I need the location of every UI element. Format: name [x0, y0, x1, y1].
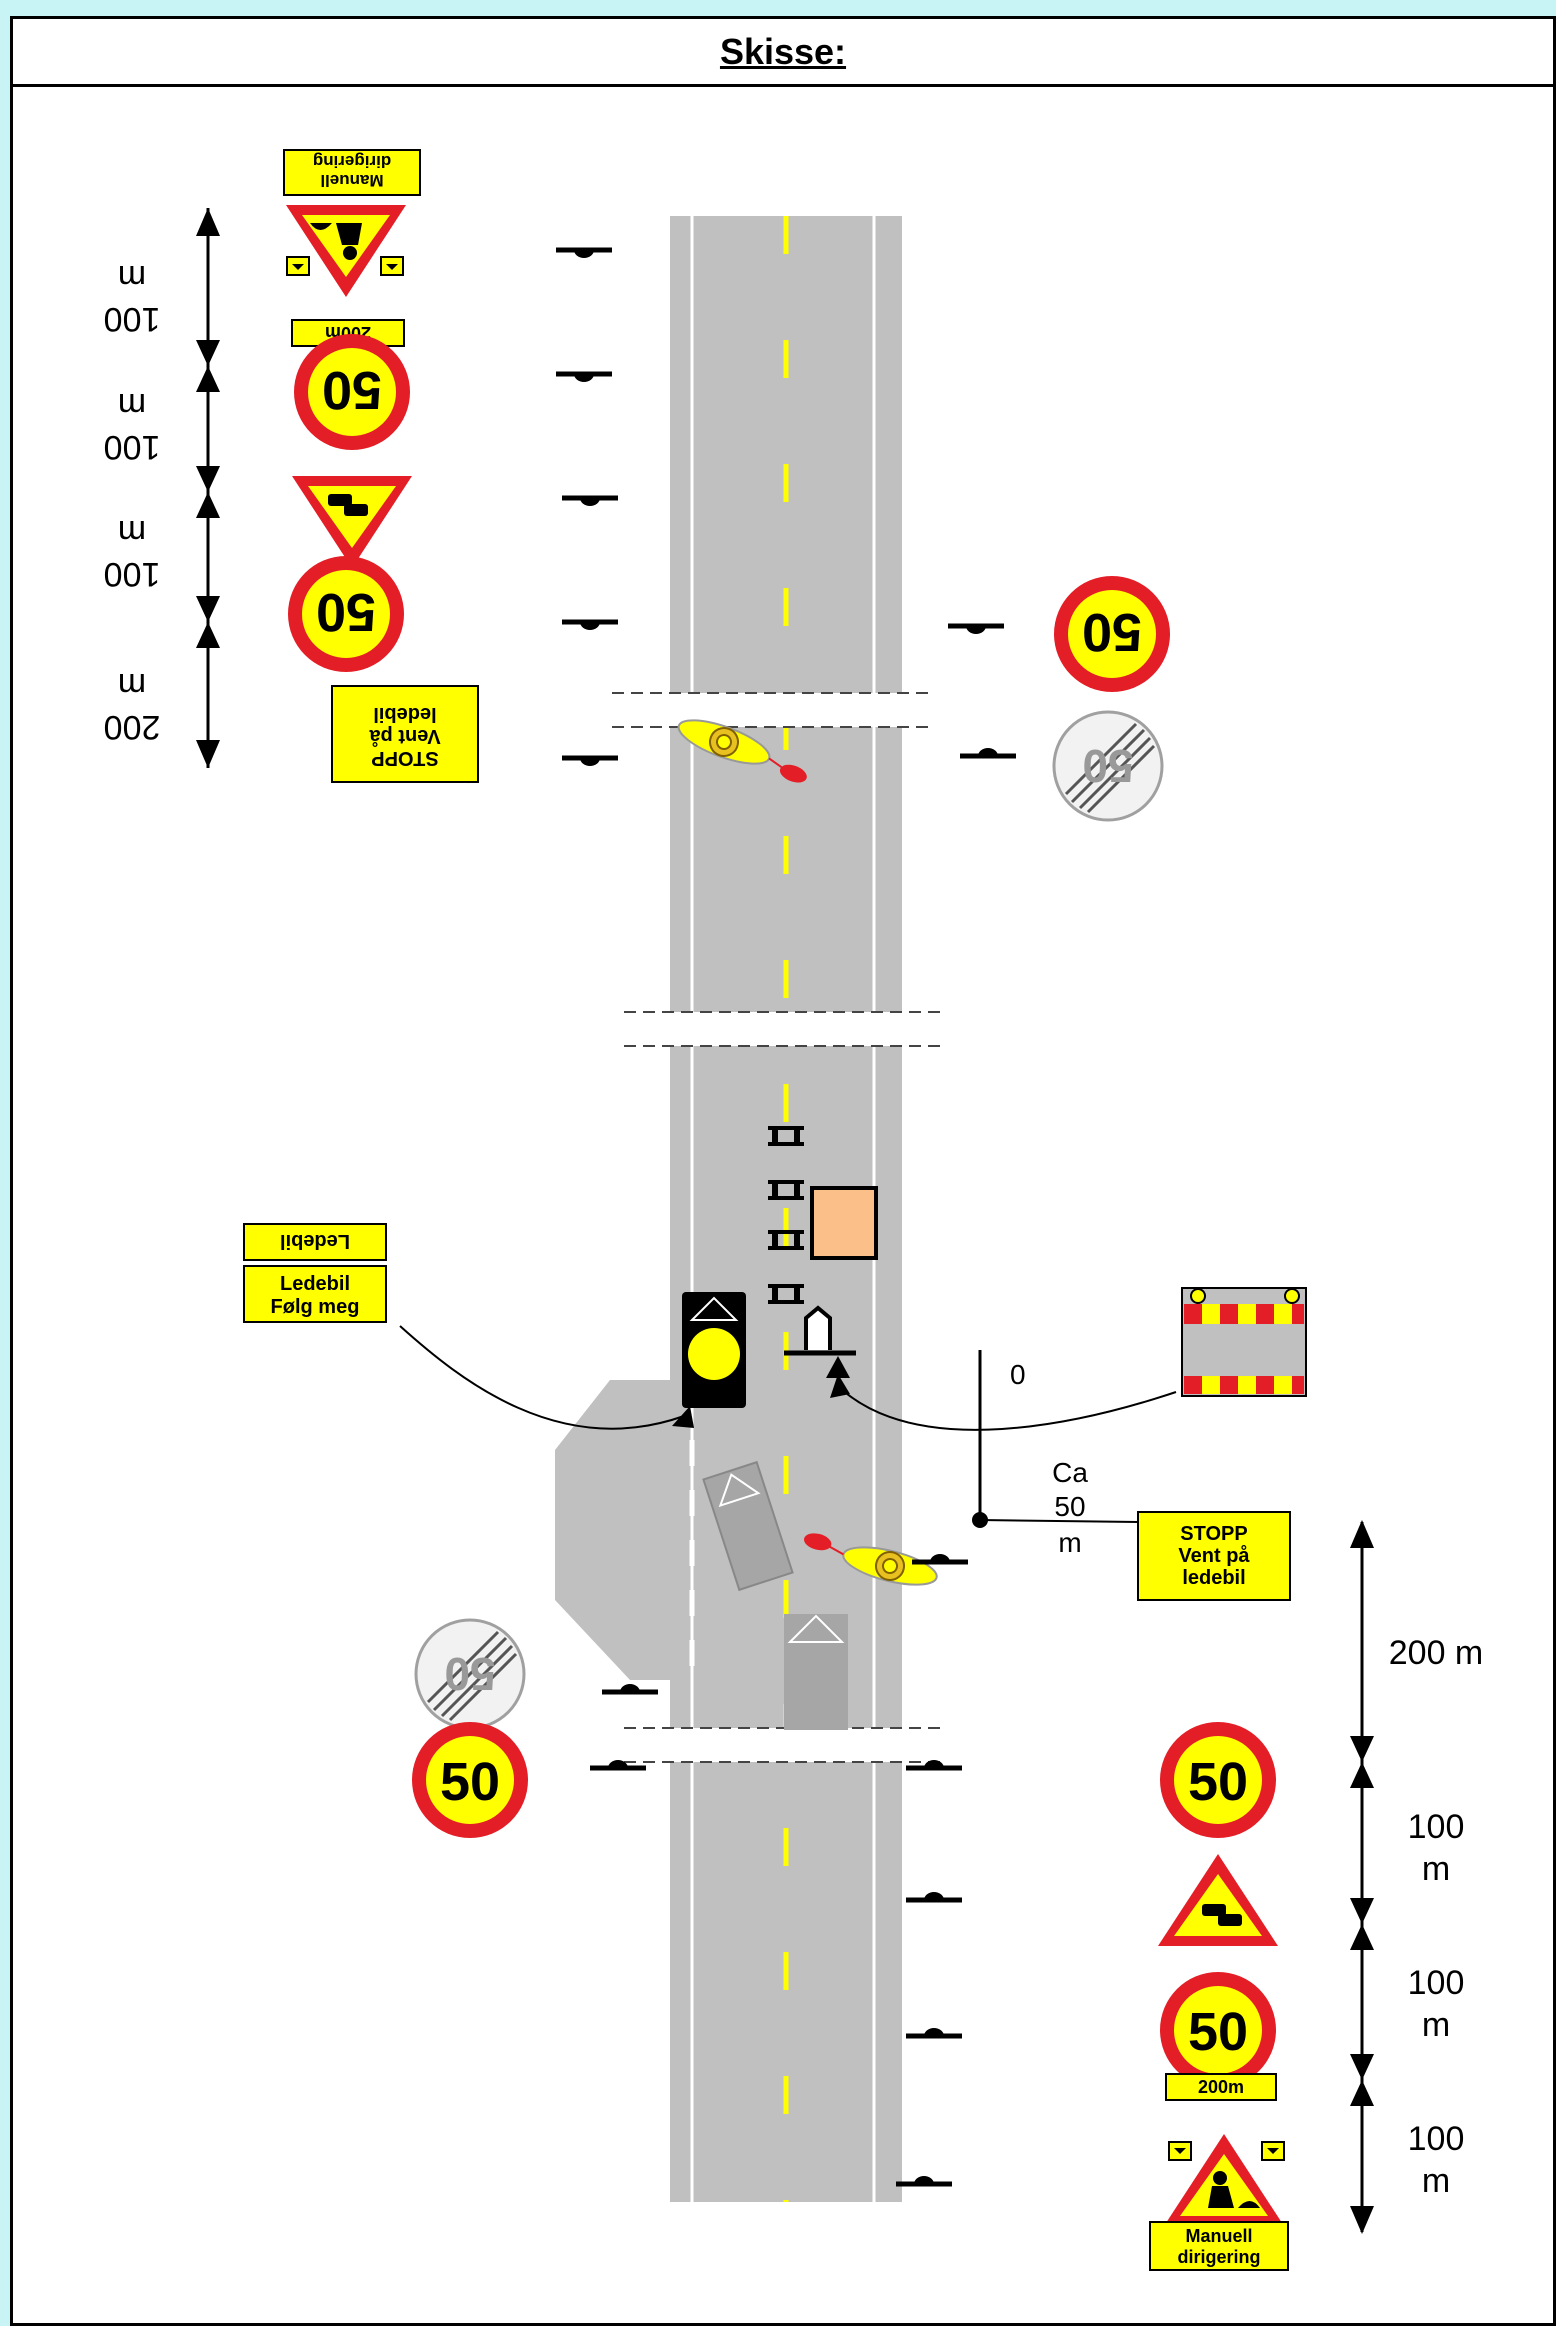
queue-warning-icon: [1202, 1904, 1242, 1926]
ledebil-follow-sign: Ledebil Følg meg: [243, 1265, 387, 1323]
svg-text:50: 50: [316, 582, 376, 642]
road-break-2: [620, 1012, 950, 1046]
svg-text:Manuell: Manuell: [320, 171, 383, 190]
ledebil-small-plate: Ledebil: [243, 1223, 387, 1261]
lower-left-speed-sign: 50: [412, 1722, 528, 1838]
upper-dim-4-value: 200: [104, 708, 161, 746]
grey-car-2: [784, 1614, 848, 1730]
leader-car-icon: [682, 1292, 746, 1408]
upper-queue-warning-sign: [292, 476, 412, 568]
svg-text:200m: 200m: [1198, 2077, 1244, 2097]
distance-label-ca: Ca: [1052, 1457, 1088, 1488]
ledebil-pointer-line: [399, 1325, 685, 1430]
lower-dim-4-unit: m: [1422, 2162, 1450, 2200]
queue-warning-icon: [328, 494, 368, 516]
upper-dim-1-unit: m: [118, 258, 146, 296]
svg-text:Vent på: Vent på: [369, 725, 441, 748]
lower-road-work-sign: [1164, 2134, 1284, 2226]
road-work-icon: [310, 223, 362, 260]
upper-dim-1-value: 100: [104, 300, 161, 338]
svg-text:50: 50: [1082, 740, 1133, 792]
upper-stopp-sign: STOPP Vent på ledebil: [331, 685, 479, 783]
grey-car-1: [702, 1460, 794, 1592]
stopp-pointer-line: [979, 1519, 1139, 1523]
lower-dim-3-value: 100: [1408, 1964, 1465, 2002]
svg-text:50: 50: [444, 1648, 495, 1700]
upper-right-speed-sign: 50: [1054, 576, 1170, 692]
distance-label-value: 50: [1054, 1491, 1085, 1522]
distance-label-unit: m: [1058, 1527, 1081, 1558]
title-bar: Skisse:: [13, 19, 1553, 87]
barrier-vehicle-icon: [784, 1305, 856, 1378]
upper-right-end-speed-sign: 50: [1052, 710, 1164, 822]
lower-lamp-left: [1168, 2141, 1192, 2161]
work-zone-box: [810, 1186, 878, 1260]
svg-text:50: 50: [1082, 602, 1142, 662]
upper-dimension-line: [196, 208, 220, 768]
barrier-pointer-line: [839, 1387, 1177, 1431]
lower-dim-labels: 200 m 100 m 100 m 100 m: [1389, 1634, 1484, 2200]
lower-plate-manuell: Manuell dirigering: [1149, 2221, 1289, 2271]
upper-dim-2-unit: m: [118, 386, 146, 424]
upper-dim-labels: 100 m 100 m 100 m 200 m: [104, 258, 161, 746]
svg-text:50: 50: [322, 360, 382, 420]
zero-label: 0: [1010, 1359, 1026, 1390]
lower-dim-3-unit: m: [1422, 2006, 1450, 2044]
upper-dim-2-value: 100: [104, 428, 161, 466]
upper-lamp-right: [380, 256, 404, 276]
svg-text:50: 50: [1188, 1752, 1248, 1812]
barrier-stripe-bottom: [1184, 1376, 1304, 1394]
lower-dim-4-value: 100: [1408, 2120, 1465, 2158]
svg-text:ledebil: ledebil: [373, 703, 436, 725]
upper-plate-manuell: Manuell dirigering: [283, 149, 421, 196]
lower-stopp-sign: STOPP Vent på ledebil: [1137, 1511, 1291, 1601]
svg-text:50: 50: [440, 1752, 500, 1812]
upper-dim-4-unit: m: [118, 666, 146, 704]
barrier-pointer-arrowhead: [830, 1374, 850, 1398]
svg-text:dirigering: dirigering: [313, 152, 391, 171]
upper-road-work-sign: [286, 205, 406, 297]
ledebil-pointer-arrowhead: [672, 1406, 694, 1428]
lower-dimension-line: [1350, 1520, 1374, 2234]
upper-lamp-left: [286, 256, 310, 276]
svg-text:Vent på: Vent på: [1178, 1544, 1250, 1567]
barrier-stripe-top: [1184, 1304, 1304, 1324]
lower-right-speed-sign-2: 50: [1160, 1972, 1276, 2088]
lower-plate-200m: 200m: [1165, 2073, 1277, 2101]
barrier-icons: [768, 1126, 804, 1304]
road-break-1: [610, 693, 940, 727]
lower-left-end-speed-sign: 50: [414, 1618, 526, 1730]
upper-dim-3-value: 100: [104, 555, 161, 593]
bypass-area: [555, 1380, 695, 1680]
sketch-title: Skisse:: [719, 30, 847, 72]
lower-lamp-right: [1261, 2141, 1285, 2161]
svg-text:STOPP: STOPP: [371, 747, 438, 769]
road-break-3: [620, 1728, 950, 1762]
svg-text:Ledebil: Ledebil: [280, 1273, 350, 1295]
svg-text:ledebil: ledebil: [1182, 1567, 1245, 1589]
svg-text:50: 50: [1188, 2002, 1248, 2062]
lower-dim-2-value: 100: [1408, 1808, 1465, 1846]
lower-dim-2-unit: m: [1422, 1850, 1450, 1888]
upper-speed-sign-2: 50: [288, 556, 404, 672]
svg-text:Manuell: Manuell: [1185, 2226, 1252, 2246]
upper-speed-sign-1: 50: [294, 334, 410, 450]
svg-text:Følg meg: Følg meg: [271, 1296, 360, 1318]
lower-right-queue-warning-sign: [1158, 1854, 1278, 1946]
upper-dim-3-unit: m: [118, 513, 146, 551]
road: [610, 216, 950, 2202]
svg-text:dirigering: dirigering: [1177, 2247, 1260, 2267]
lower-dim-1-value: 200 m: [1389, 1634, 1484, 1672]
lower-right-speed-sign-1: 50: [1160, 1722, 1276, 1838]
svg-text:Ledebil: Ledebil: [280, 1230, 350, 1252]
svg-text:STOPP: STOPP: [1180, 1523, 1247, 1545]
barrier-board-sign: [1181, 1287, 1307, 1397]
road-work-icon: [1208, 2171, 1260, 2208]
